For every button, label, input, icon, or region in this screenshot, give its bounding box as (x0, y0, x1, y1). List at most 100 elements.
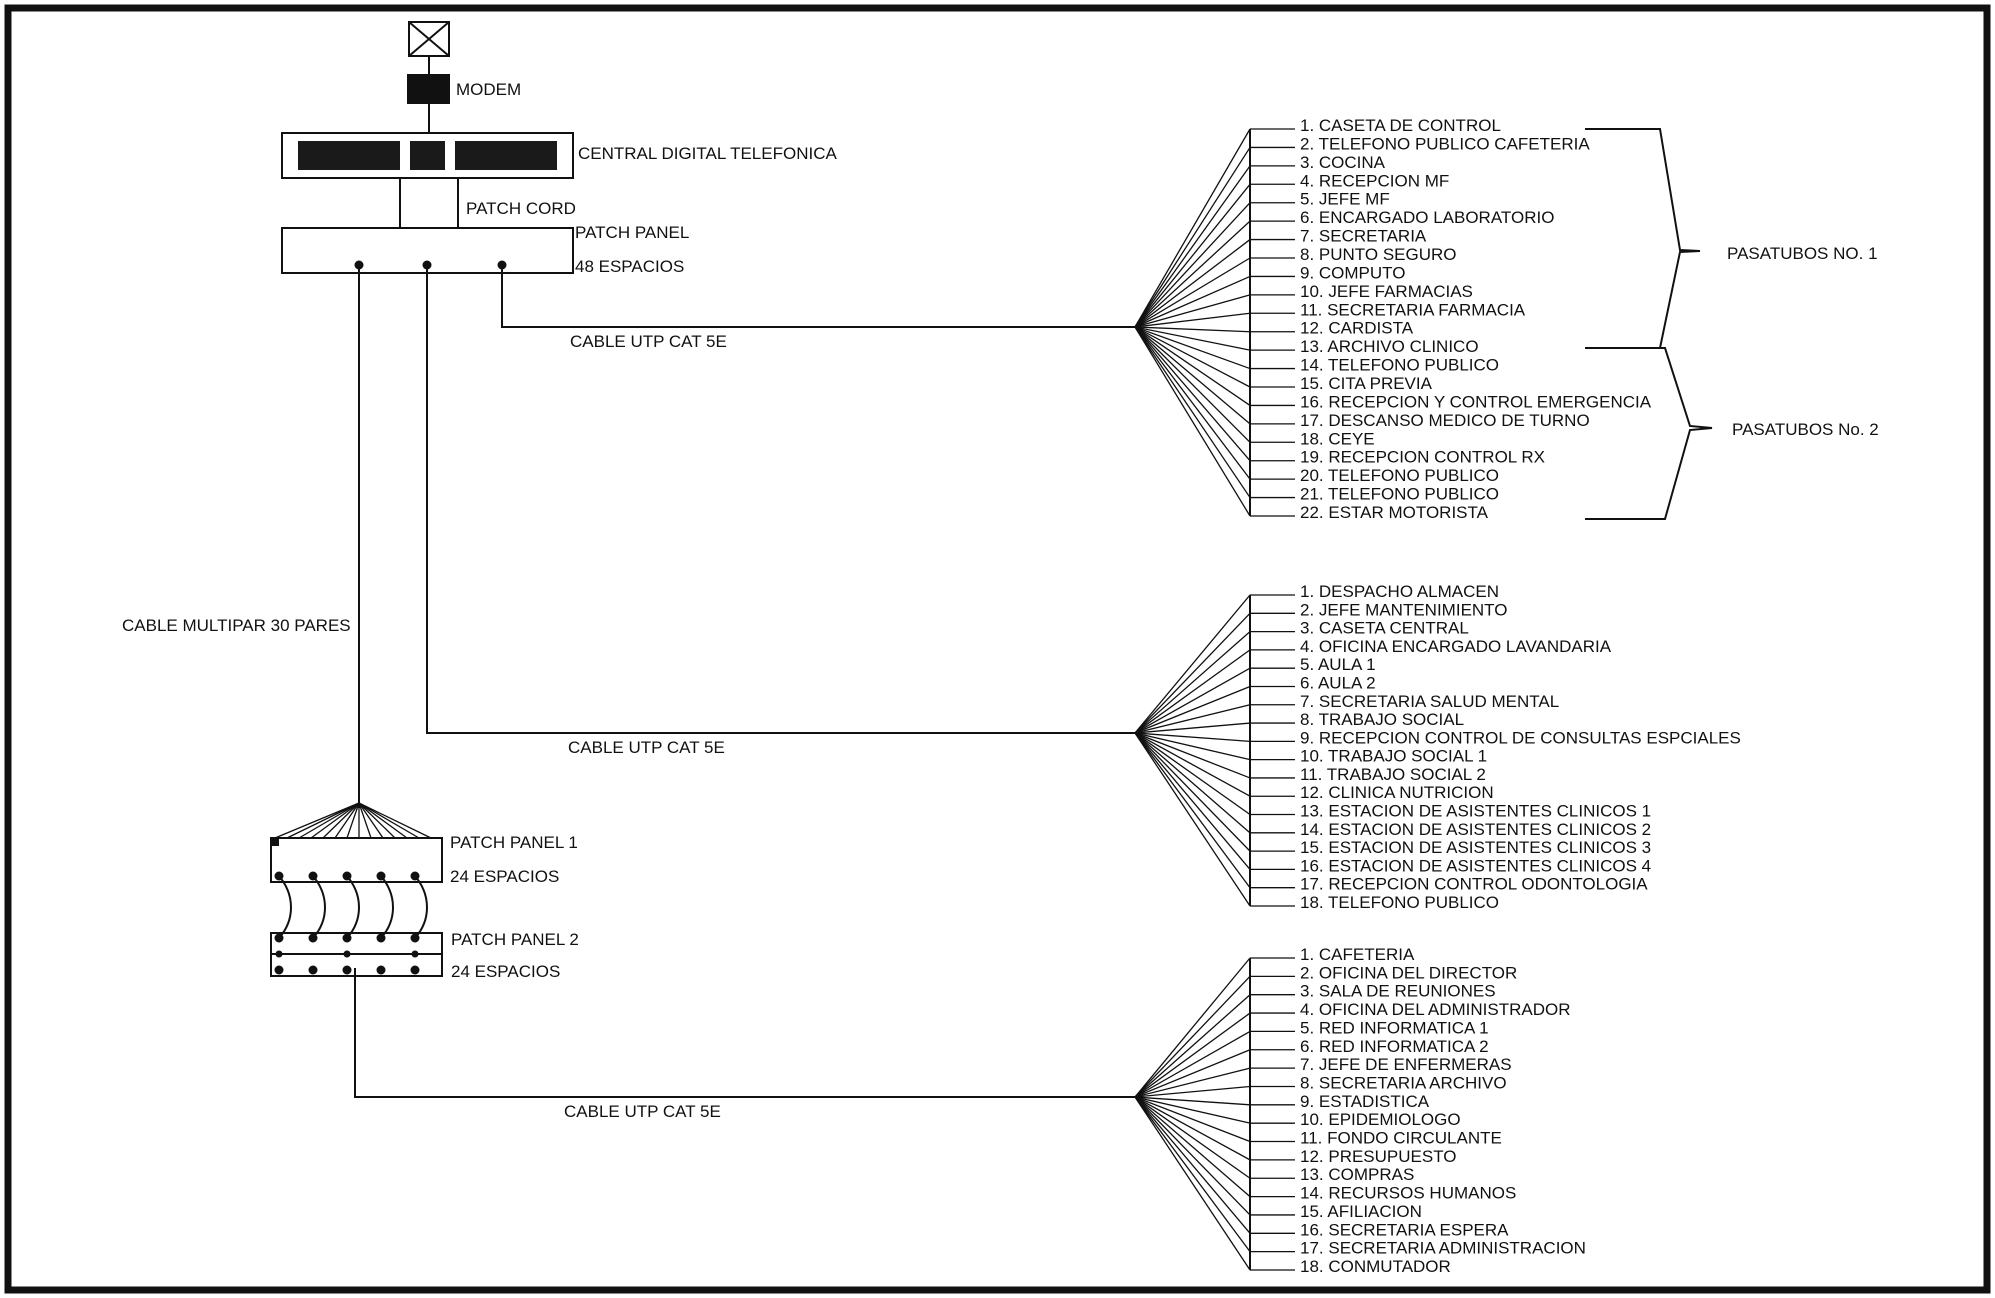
fan-wire (1134, 326, 1251, 425)
fan-wire (1134, 326, 1251, 480)
port-dot (376, 933, 386, 943)
outlet-item: 7. SECRETARIA SALUD MENTAL (1300, 692, 1559, 711)
fan-wire (1134, 312, 1251, 328)
patch-panel-1-label: PATCH PANEL 1 (450, 833, 578, 852)
panel-ports (274, 871, 420, 975)
outlet-item: 3. CASETA CENTRAL (1300, 619, 1469, 638)
pasatubos-1-label: PASATUBOS NO. 1 (1727, 244, 1878, 263)
outlet-item: 13. ESTACION DE ASISTENTES CLINICOS 1 (1300, 802, 1651, 821)
page-frame (4, 4, 1991, 1294)
outlet-item: 17. DESCANSO MEDICO DE TURNO (1300, 411, 1590, 430)
fan-wire (1134, 685, 1251, 734)
fan-wire (1134, 1096, 1251, 1234)
outlet-item: 6. ENCARGADO LABORATORIO (1300, 208, 1554, 227)
fan-wire (1134, 202, 1251, 328)
telephone-line-jack-icon (408, 21, 450, 74)
patch-panel-2-ports: 24 ESPACIOS (451, 962, 560, 981)
fan-wire (1134, 1096, 1251, 1216)
cable-run-2 (426, 265, 1135, 734)
outlet-item: 18. CEYE (1300, 429, 1375, 448)
port-dot (376, 871, 386, 881)
fan-group (1134, 128, 1295, 517)
outlet-item: 16. ESTACION DE ASISTENTES CLINICOS 4 (1300, 856, 1651, 875)
cable-label-1: CABLE UTP CAT 5E (570, 332, 727, 351)
fan-wire (1134, 704, 1251, 734)
port-dot (410, 965, 420, 975)
modem-label: MODEM (456, 80, 521, 99)
patch-panel-1 (270, 837, 443, 883)
outlet-item: 18. CONMUTADOR (1300, 1257, 1451, 1276)
outlet-item: 10. EPIDEMIOLOGO (1300, 1110, 1461, 1129)
outlet-item: 1. CASETA DE CONTROL (1300, 116, 1501, 135)
fan-wire (1134, 294, 1251, 328)
fan-wire (1134, 732, 1251, 761)
fan-wire (1134, 239, 1251, 328)
fan-wire (1134, 183, 1251, 328)
fan-wire (1134, 1067, 1251, 1098)
outlet-item: 4. OFICINA ENCARGADO LAVANDARIA (1300, 637, 1612, 656)
fan-wire (1134, 957, 1251, 1098)
outlet-item: 12. CLINICA NUTRICION (1300, 783, 1494, 802)
fan-wire (1134, 1096, 1251, 1179)
port-dot (274, 933, 284, 943)
fan-wire (1134, 257, 1251, 328)
outlet-item: 5. AULA 1 (1300, 655, 1376, 674)
outlet-item: 12. PRESUPUESTO (1300, 1147, 1457, 1166)
port-dot (342, 965, 352, 975)
fan-group (1134, 594, 1295, 907)
cable-run-3 (354, 968, 1135, 1098)
outlet-item: 8. SECRETARIA ARCHIVO (1300, 1073, 1507, 1092)
fan-wire (1134, 165, 1251, 328)
fan-wire (1134, 326, 1251, 498)
distribution-fans (1134, 128, 1295, 1271)
outlet-item: 16. SECRETARIA ESPERA (1300, 1220, 1509, 1239)
port-dot (308, 871, 318, 881)
outlet-item: 2. JEFE MANTENIMIENTO (1300, 600, 1508, 619)
fan-wire (1134, 1096, 1251, 1161)
fan-wire (1134, 612, 1251, 734)
cable-label-2: CABLE UTP CAT 5E (568, 738, 725, 757)
fan-wire (1134, 732, 1251, 779)
port-dot (410, 933, 420, 943)
central-label: CENTRAL DIGITAL TELEFONICA (578, 144, 837, 163)
fan-wire (1134, 326, 1251, 462)
fan-wire (1134, 594, 1251, 734)
cable-label-3: CABLE UTP CAT 5E (564, 1102, 721, 1121)
outlet-item: 9. COMPUTO (1300, 263, 1405, 282)
fan-wire (1134, 975, 1251, 1098)
outlet-item: 14. TELEFONO PUBLICO (1300, 356, 1499, 375)
modem-icon (407, 74, 450, 104)
outlet-item: 9. RECEPCION CONTROL DE CONSULTAS ESPCIA… (1300, 728, 1741, 747)
fan-wire (1134, 1049, 1251, 1098)
fan-wire (1134, 1096, 1251, 1124)
port-dot (342, 871, 352, 881)
outlet-item: 10. TRABAJO SOCIAL 1 (1300, 747, 1487, 766)
fan-wire (1134, 732, 1251, 889)
outlet-item: 12. CARDISTA (1300, 319, 1414, 338)
fan-wire (1134, 147, 1251, 328)
outlet-item: 3. SALA DE REUNIONES (1300, 982, 1496, 1001)
outlet-item: 7. SECRETARIA (1300, 227, 1427, 246)
fan-wire (1134, 1096, 1251, 1106)
fan-wire (1134, 326, 1251, 333)
outlet-item: 11. FONDO CIRCULANTE (1300, 1129, 1502, 1148)
port-dot (274, 871, 284, 881)
port-dot (343, 950, 351, 958)
fan-wire (1134, 649, 1251, 734)
patch-panel-1-ports: 24 ESPACIOS (450, 867, 559, 886)
patch-cord-label: PATCH CORD (466, 199, 576, 218)
outlet-item: 18. TELEFONO PUBLICO (1300, 893, 1499, 912)
fan-wire (1134, 326, 1251, 388)
fan-group (1134, 957, 1295, 1271)
multipair-label: CABLE MULTIPAR 30 PARES (122, 616, 351, 635)
outlet-item: 6. RED INFORMATICA 2 (1300, 1037, 1489, 1056)
outlet-item: 17. RECEPCION CONTROL ODONTOLOGIA (1300, 875, 1648, 894)
outlet-item: 2. OFICINA DEL DIRECTOR (1300, 963, 1517, 982)
central-telefonica (281, 132, 574, 179)
outlet-item: 5. JEFE MF (1300, 190, 1390, 209)
fan-wire (1134, 732, 1251, 797)
panel-corner-mark (271, 838, 279, 846)
outlet-item: 14. RECURSOS HUMANOS (1300, 1184, 1516, 1203)
